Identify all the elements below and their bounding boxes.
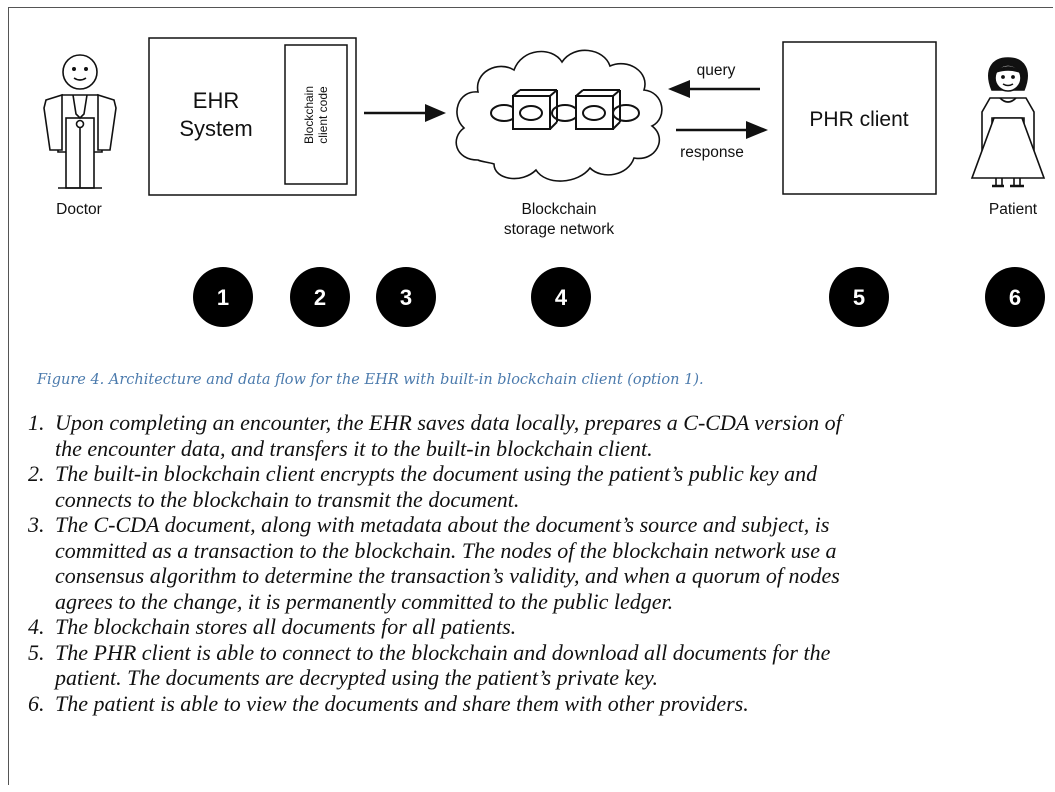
doctor-label: Doctor bbox=[56, 201, 102, 218]
svg-text:3: 3 bbox=[400, 285, 412, 310]
step-item-3: 3. The C-CDA document, along with metada… bbox=[28, 512, 1048, 614]
step-text-line: The C-CDA document, along with metadata … bbox=[55, 512, 830, 537]
step-text-line: committed as a transaction to the blockc… bbox=[55, 537, 837, 563]
svg-text:5: 5 bbox=[853, 285, 865, 310]
phr-client-label: PHR client bbox=[809, 108, 908, 131]
step-item-6: 6. The patient is able to view the docum… bbox=[28, 691, 1048, 717]
blockchain-chain-icon bbox=[490, 89, 640, 130]
step-item-2: 2. The built-in blockchain client encryp… bbox=[28, 461, 1048, 512]
architecture-diagram: Doctor EHR System Blockchain client code… bbox=[43, 37, 1046, 327]
step-number: 5. bbox=[28, 639, 45, 665]
blockchain-client-label-line1: Blockchain bbox=[302, 86, 316, 144]
step-list: 1. Upon completing an encounter, the EHR… bbox=[28, 410, 1048, 716]
svg-text:4: 4 bbox=[555, 285, 568, 310]
patient-icon bbox=[970, 57, 1046, 188]
step-text-line: connects to the blockchain to transmit t… bbox=[55, 486, 520, 512]
ehr-to-network-arrow bbox=[364, 104, 446, 122]
step-text-line: The PHR client is able to connect to the… bbox=[55, 639, 831, 665]
step-number: 1. bbox=[28, 410, 45, 435]
step-text-line: consensus algorithm to determine the tra… bbox=[55, 563, 840, 588]
step-text-line: agrees to the change, it is permanently … bbox=[55, 588, 674, 614]
step-badge-1: 1 bbox=[193, 267, 253, 327]
patient-label: Patient bbox=[989, 201, 1038, 218]
step-item-1: 1. Upon completing an encounter, the EHR… bbox=[28, 410, 1048, 461]
step-badge-3: 3 bbox=[376, 267, 436, 327]
figure-caption: Figure 4. Architecture and data flow for… bbox=[37, 372, 704, 388]
step-number: 3. bbox=[28, 512, 45, 537]
step-text-line: the encounter data, and transfers it to … bbox=[55, 435, 653, 461]
step-text-line: The built-in blockchain client encrypts … bbox=[55, 461, 818, 486]
step-number: 6. bbox=[28, 690, 45, 716]
step-text-line: Upon completing an encounter, the EHR sa… bbox=[55, 410, 842, 435]
step-text-line: The blockchain stores all documents for … bbox=[55, 614, 517, 639]
step-item-4: 4. The blockchain stores all documents f… bbox=[28, 614, 1048, 640]
ehr-title-line1: EHR bbox=[193, 88, 239, 113]
network-label-line2: storage network bbox=[504, 221, 615, 238]
step-text-line: The patient is able to view the document… bbox=[55, 690, 749, 716]
svg-text:1: 1 bbox=[217, 285, 229, 310]
blockchain-client-label-line2: client code bbox=[316, 86, 330, 144]
step-badge-2: 2 bbox=[290, 267, 350, 327]
figure-frame bbox=[8, 7, 1053, 785]
blockchain-client-code-box bbox=[284, 44, 348, 185]
step-item-5: 5. The PHR client is able to connect to … bbox=[28, 640, 1048, 691]
step-number: 4. bbox=[28, 614, 45, 639]
response-arrow bbox=[676, 121, 768, 139]
svg-text:6: 6 bbox=[1009, 285, 1021, 310]
step-badge-4: 4 bbox=[531, 267, 591, 327]
step-text-line: patient. The documents are decrypted usi… bbox=[55, 665, 659, 690]
response-label: response bbox=[680, 144, 744, 161]
step-number: 2. bbox=[28, 461, 45, 486]
network-label-line1: Blockchain bbox=[522, 201, 597, 218]
query-label: query bbox=[697, 62, 736, 79]
step-badge-5: 5 bbox=[829, 267, 889, 327]
phr-client-box bbox=[782, 41, 937, 195]
doctor-icon bbox=[43, 54, 117, 189]
ehr-title-line2: System bbox=[179, 116, 252, 141]
step-badge-6: 6 bbox=[985, 267, 1045, 327]
query-arrow bbox=[668, 80, 760, 98]
svg-text:2: 2 bbox=[314, 285, 326, 310]
